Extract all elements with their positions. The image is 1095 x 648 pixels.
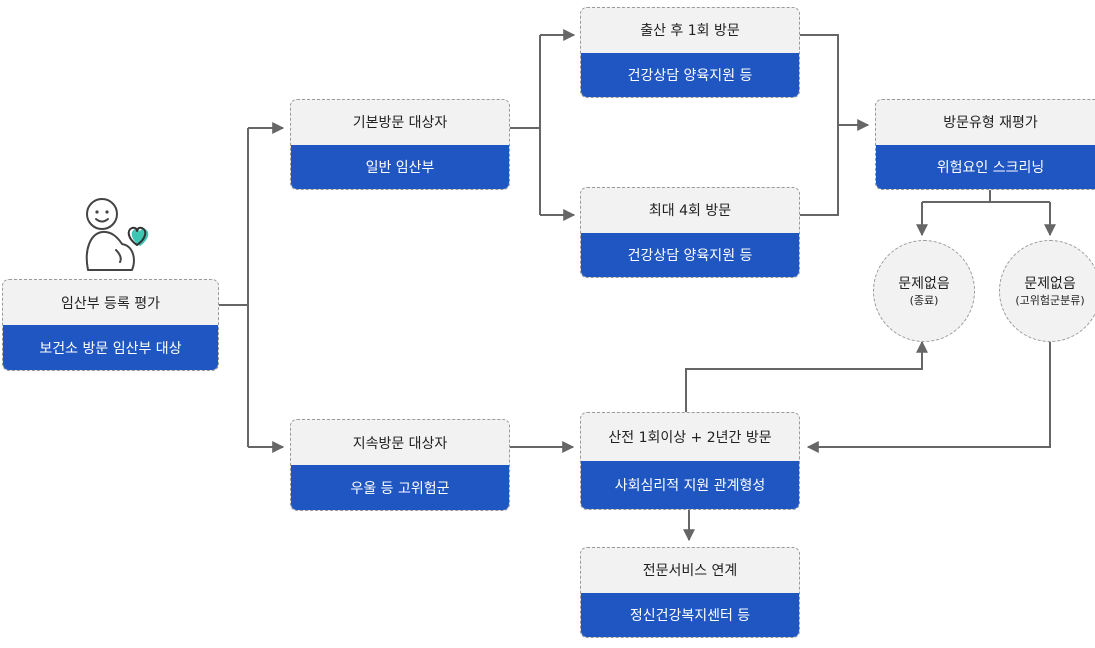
arrow-prenatal-to-end xyxy=(685,340,928,412)
pregnant-person-icon xyxy=(78,196,160,280)
postpartum-once-title: 출산 후 1회 방문 xyxy=(581,8,799,53)
registration-box: 임산부 등록 평가 보건소 방문 임산부 대상 xyxy=(2,279,219,371)
reassessment-sub: 위험요인 스크리닝 xyxy=(876,144,1095,189)
no-issue-highrisk-title: 문제없음 xyxy=(1024,275,1076,292)
no-issue-end-sub: (종료) xyxy=(909,293,939,307)
registration-sub: 보건소 방문 임산부 대상 xyxy=(3,325,218,370)
no-issue-highrisk-circle: 문제없음 (고위험군분류) xyxy=(999,240,1095,342)
arrow-highrisk-to-prenatal xyxy=(806,334,1051,453)
prenatal-two-years-sub: 사회심리적 지원 관계형성 xyxy=(581,461,799,509)
max-four-sub: 건강상담 양육지원 등 xyxy=(581,232,799,277)
specialist-link-box: 전문서비스 연계 정신건강복지센터 등 xyxy=(580,547,800,638)
specialist-link-title: 전문서비스 연계 xyxy=(581,548,799,593)
max-four-title: 최대 4회 방문 xyxy=(581,188,799,233)
prenatal-two-years-title: 산전 1회이상 + 2년간 방문 xyxy=(581,413,799,461)
no-issue-end-circle: 문제없음 (종료) xyxy=(873,240,975,342)
reassessment-title: 방문유형 재평가 xyxy=(876,100,1095,145)
max-four-box: 최대 4회 방문 건강상담 양육지원 등 xyxy=(580,187,800,278)
no-issue-highrisk-sub: (고위험군분류) xyxy=(1015,293,1085,307)
no-issue-end-title: 문제없음 xyxy=(898,275,950,292)
heart-icon xyxy=(127,226,149,246)
connector-merge xyxy=(800,34,839,216)
basic-visit-title: 기본방문 대상자 xyxy=(291,100,509,145)
continuous-visit-box: 지속방문 대상자 우울 등 고위험군 xyxy=(290,419,510,511)
basic-visit-box: 기본방문 대상자 일반 임산부 xyxy=(290,99,510,190)
postpartum-once-box: 출산 후 1회 방문 건강상담 양육지원 등 xyxy=(580,7,800,98)
postpartum-once-sub: 건강상담 양육지원 등 xyxy=(581,52,799,97)
continuous-visit-title: 지속방문 대상자 xyxy=(291,420,509,465)
prenatal-two-years-box: 산전 1회이상 + 2년간 방문 사회심리적 지원 관계형성 xyxy=(580,412,800,510)
registration-title: 임산부 등록 평가 xyxy=(3,280,218,325)
specialist-link-sub: 정신건강복지센터 등 xyxy=(581,592,799,637)
reassessment-box: 방문유형 재평가 위험요인 스크리닝 xyxy=(875,99,1095,190)
basic-visit-sub: 일반 임산부 xyxy=(291,144,509,189)
continuous-visit-sub: 우울 등 고위험군 xyxy=(291,465,509,510)
